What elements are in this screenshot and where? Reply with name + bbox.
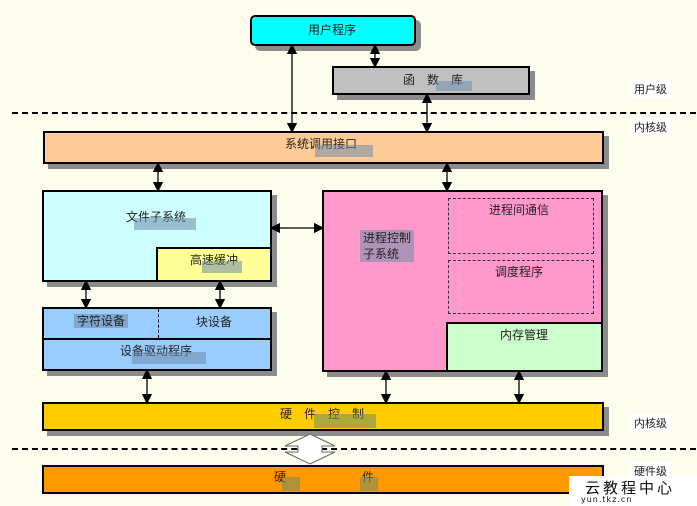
memory-mgmt-box: 内存管理 [446, 322, 601, 370]
block-device-label: 块设备 [196, 315, 233, 329]
hardware-block: 硬 件 [42, 465, 604, 494]
function-library-highlight [436, 81, 472, 91]
buffer-cache-highlight [202, 261, 242, 273]
syscall-interface-highlight [315, 145, 373, 157]
device-row-block: 字符设备 块设备 [42, 307, 272, 340]
device-divider [158, 309, 159, 338]
buffer-cache-block: 高速缓冲 [156, 247, 272, 282]
scheduler-label: 调度程序 [495, 265, 544, 279]
device-driver-highlight [132, 352, 206, 364]
ipc-label: 进程间通信 [489, 203, 550, 217]
kernel-level-label-top: 内核级 [630, 118, 671, 136]
syscall-interface-block: 系统调用接口 [43, 131, 604, 164]
memory-mgmt-label: 内存管理 [500, 328, 549, 342]
user-program-label: 用户程序 [308, 23, 357, 37]
char-device-label: 字符设备 [74, 314, 129, 328]
ipc-box: 进程间通信 [448, 198, 594, 254]
process-control-block: 进程控制 子系统 进程间通信 调度程序 内存管理 [322, 190, 603, 372]
hardware-control-block: 硬 件 控 制 [42, 402, 604, 431]
hardware-left-highlight [282, 477, 300, 491]
arrow-hwctrl-hardware [284, 433, 336, 465]
hardware-right-highlight [360, 477, 378, 491]
user-program-block: 用户程序 [250, 15, 416, 46]
hardware-level-label: 硬件级 [630, 462, 671, 480]
scheduler-box: 调度程序 [448, 260, 594, 314]
file-subsystem-highlight [134, 218, 196, 230]
user-kernel-divider [12, 112, 696, 114]
watermark-subtitle: yun.tkz.cn [581, 495, 633, 504]
process-control-label: 进程控制 子系统 [360, 230, 415, 262]
function-library-block: 函 数 库 [332, 66, 530, 95]
watermark-logo: 云教程中心 yun.tkz.cn [569, 476, 697, 506]
kernel-level-label-bottom: 内核级 [630, 414, 671, 432]
kernel-hardware-divider [12, 448, 696, 450]
hardware-control-highlight [314, 414, 376, 428]
watermark-title: 云教程中心 [585, 479, 676, 497]
user-level-label: 用户级 [630, 80, 671, 98]
device-driver-block: 设备驱动程序 [42, 338, 272, 371]
